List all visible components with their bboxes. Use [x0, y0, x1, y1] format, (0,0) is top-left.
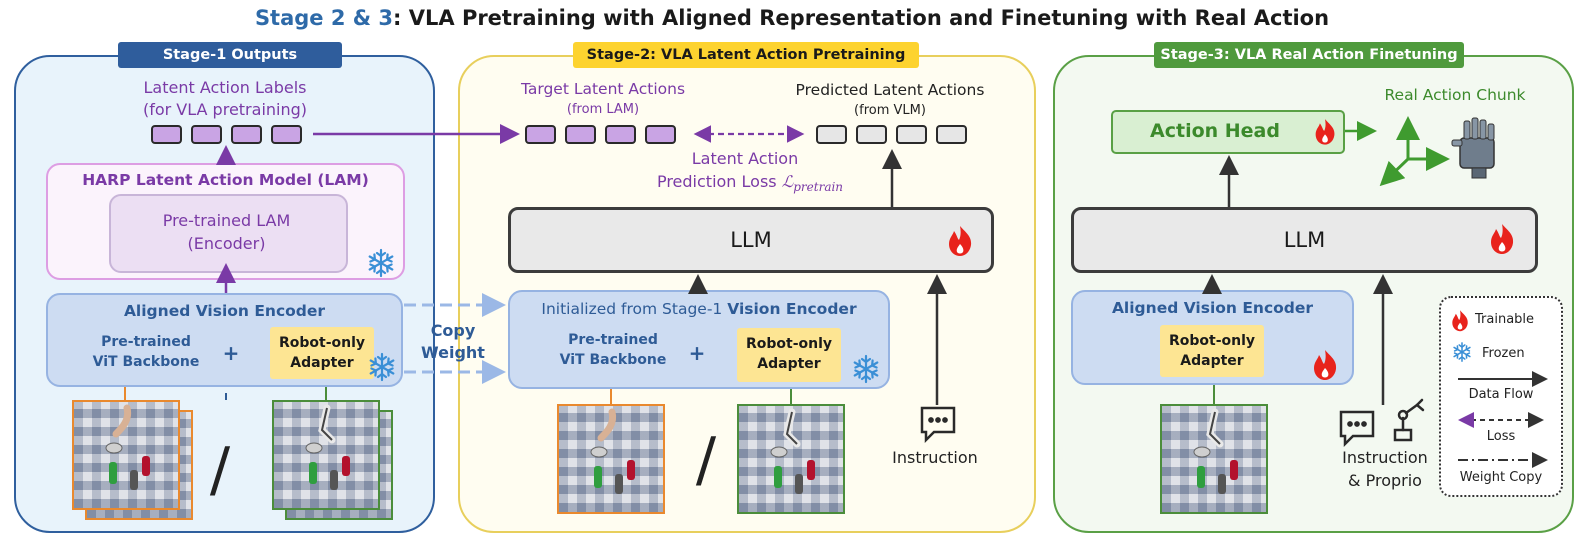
latent-label-token — [191, 125, 222, 144]
predicted-latent-title: Predicted Latent Actions — [795, 81, 985, 99]
stage1-slash: / — [209, 435, 231, 505]
legend-trainable: Trainable — [1475, 312, 1535, 327]
latent-label-token — [271, 125, 302, 144]
legend-weight-copy: Weight Copy — [1459, 470, 1543, 485]
latent-label-token — [231, 125, 262, 144]
latent-label-token — [151, 125, 182, 144]
stage2-plus: + — [688, 341, 706, 365]
predicted-latent-token — [816, 125, 847, 144]
stage2-header: Stage-2: VLA Latent Action Pretraining — [573, 42, 919, 68]
target-latent-subtitle: (from LAM) — [566, 102, 640, 117]
stage3-header: Stage-3: VLA Real Action Finetuning — [1154, 42, 1464, 68]
stage2-adapter-line2: Adapter — [757, 356, 821, 372]
target-latent-token — [565, 125, 596, 144]
stage2-llm: LLM — [508, 207, 994, 273]
target-latent-token — [645, 125, 676, 144]
legend-frozen: Frozen — [1482, 346, 1525, 361]
predicted-latent-subtitle: (from VLM) — [854, 103, 926, 118]
stage3-encoder-title: Aligned Vision Encoder — [1111, 299, 1314, 317]
stage2-robot-frame — [737, 404, 845, 514]
stage1-vit-line1: Pre-trained — [101, 334, 191, 350]
stage2-human-frame — [557, 404, 665, 514]
target-latent-token — [525, 125, 556, 144]
stage1-vit-line2: ViT Backbone — [92, 354, 200, 370]
stage2-adapter-line1: Robot-only — [745, 336, 833, 352]
stage3-instruction-line2: & Proprio — [1348, 471, 1422, 490]
lam-encoder-line2: (Encoder) — [187, 234, 266, 253]
stage1-encoder-title: Aligned Vision Encoder — [123, 302, 326, 320]
real-action-chunk-label: Real Action Chunk — [1384, 86, 1526, 104]
stage2-encoder-prefix: Initialized from Stage-1 — [541, 300, 728, 318]
legend-data-flow: Data Flow — [1468, 387, 1534, 402]
stage2-instruction-label: Instruction — [892, 448, 978, 467]
stage2-encoder-title: Initialized from Stage-1 Vision Encoder — [508, 300, 890, 318]
stage3-adapter-line2: Adapter — [1180, 353, 1244, 369]
stage3-llm: LLM — [1071, 207, 1538, 273]
lam-encoder-line1: Pre-trained LAM — [162, 211, 291, 230]
figure-title: Stage 2 & 3: VLA Pretraining with Aligne… — [0, 6, 1584, 30]
predicted-latent-token — [896, 125, 927, 144]
target-latent-title: Target Latent Actions — [520, 80, 686, 98]
loss-label-line2: Prediction Loss ℒpretrain — [620, 172, 880, 194]
stage2-slash: / — [695, 425, 717, 495]
latent-labels-title: Latent Action Labels — [143, 78, 307, 97]
legend-loss: Loss — [1486, 429, 1516, 444]
stage2-encoder-bold: Vision Encoder — [727, 300, 857, 318]
loss-subscript: pretrain — [793, 180, 844, 195]
stage3-instruction-line1: Instruction — [1342, 448, 1428, 467]
loss-label-line1: Latent Action — [691, 149, 799, 168]
predicted-latent-token — [856, 125, 887, 144]
latent-labels-subtitle: (for VLA pretraining) — [142, 100, 308, 119]
title-accent: Stage 2 & 3 — [254, 6, 394, 30]
action-head-label: Action Head — [1150, 120, 1280, 142]
lam-title: HARP Latent Action Model (LAM) — [82, 171, 369, 189]
target-latent-token — [605, 125, 636, 144]
stage1-plus: + — [222, 341, 240, 365]
copy-weight-line1: Copy — [430, 321, 476, 340]
stage1-header: Stage-1 Outputs — [118, 42, 342, 68]
stage2-vit-line2: ViT Backbone — [559, 352, 667, 368]
action-head-box — [1111, 110, 1345, 154]
stage1-adapter-line2: Adapter — [290, 355, 354, 371]
stage3-robot-frame — [1160, 404, 1268, 514]
stage2-vit-line1: Pre-trained — [568, 332, 658, 348]
loss-symbol: ℒ — [781, 172, 794, 191]
copy-weight-line2: Weight — [421, 343, 485, 362]
title-rest: : VLA Pretraining with Aligned Represent… — [393, 6, 1330, 30]
robot-video-frame — [272, 400, 380, 510]
human-video-frame — [72, 400, 180, 510]
stage1-adapter-line1: Robot-only — [278, 335, 366, 351]
loss-label-text: Prediction Loss — [656, 172, 782, 191]
stage3-adapter-line1: Robot-only — [1168, 333, 1256, 349]
predicted-latent-token — [936, 125, 967, 144]
